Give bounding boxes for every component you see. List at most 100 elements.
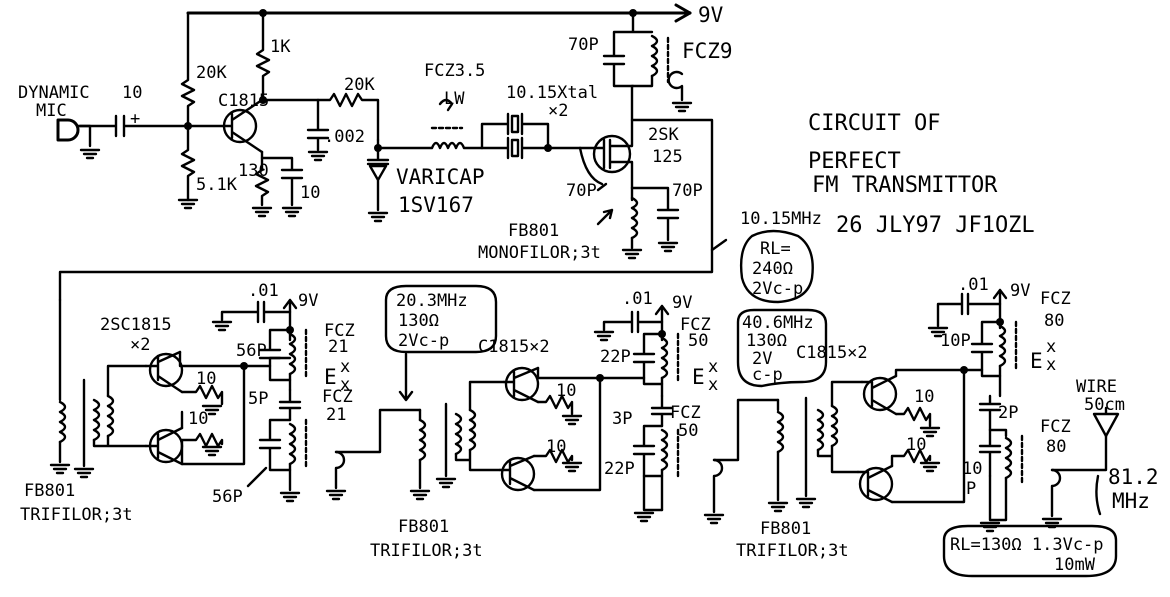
stage4-coupling-cap: 2P (998, 403, 1018, 423)
transistor-c1815-label: C1815 (218, 91, 269, 111)
note-40mhz-line2: 130Ω (746, 331, 787, 351)
stage3-transistor-b (500, 456, 536, 492)
stage3-emitter-resistor-b: 10 (546, 437, 566, 457)
stage3-tank-cap-b: 22P (604, 459, 635, 479)
stage3-coupling-cap: 3P (612, 409, 632, 429)
stage4-tank-cap-b-1: 10 (962, 459, 982, 479)
mic-label-2: MIC (36, 101, 67, 121)
stage4-transistor-label: C1815×2 (796, 343, 868, 363)
stage4-coil-a-label-2: 80 (1044, 311, 1064, 331)
title-line-1: CIRCUIT OF (808, 111, 940, 136)
stage3-supply-label: 9V (672, 293, 692, 313)
stage4-tank-cap-b-2: P (966, 479, 976, 499)
note-rl-240-line1: RL= (760, 239, 791, 259)
stage3-x-label-2: x (708, 375, 718, 395)
note-40mhz: 40.6MHz 130Ω 2V c-p (736, 308, 828, 388)
note-40mhz-line4: c-p (752, 365, 783, 385)
stage3-transistor-label: C1815×2 (478, 337, 550, 357)
stage4-emitter-resistor-a: 10 (914, 387, 934, 407)
osc-frequency-label: 10.15MHz (740, 209, 822, 229)
svg-text:+: + (130, 109, 140, 129)
stage4-x-label-1: x (1046, 337, 1056, 357)
stage2-transistor-label: 2SC1815 (100, 315, 172, 335)
stage4-cap-01-label: .01 (958, 275, 989, 295)
stage3-emitter-resistor-a: 10 (556, 381, 576, 401)
stage3-fb801-winding-label: TRIFILOR;3t (370, 541, 483, 561)
bias-resistor-lower: 5.1K (196, 175, 238, 195)
stage2-coupling-cap: 5P (248, 389, 268, 409)
varicap-part-label: 1SV167 (398, 193, 474, 217)
stage3-transistor-a (504, 366, 540, 402)
doubler-stage-2: FB801 TRIFILOR;3t C1815×2 10 10 .01 9V 2… (370, 289, 780, 561)
note-20mhz-line2: 130Ω (398, 311, 439, 331)
stage2-transistor-a (148, 352, 184, 388)
output-frequency-value: 81.2 (1108, 465, 1159, 489)
fet-2sk125 (592, 134, 632, 174)
stage3-x-label-1: x (708, 357, 718, 377)
cap-002-label: .002 (324, 127, 365, 147)
feedback-cap-label: 70P (566, 181, 597, 201)
stage2-emitter-resistor-a: 10 (196, 369, 216, 389)
stage3-coil-b-label-2: 50 (678, 421, 698, 441)
crystal-count-label: ×2 (548, 101, 568, 121)
note-rl-130-line1: RL=130Ω 1.3Vc-p (950, 535, 1104, 555)
fet-label-2: 125 (652, 147, 683, 167)
input-cap-label: 10 (122, 83, 142, 103)
antenna-icon (1092, 406, 1120, 438)
tank-cap-label: 70P (568, 35, 599, 55)
stage4-coil-a-label-1: FCZ (1040, 289, 1071, 309)
varicap-label: VARICAP (396, 165, 485, 189)
note-20mhz: 20.3MHz 130Ω 2Vc-p (384, 284, 498, 402)
stage4-tank-cap-a: 10P (940, 331, 971, 351)
stage3-coil-b-label-1: FCZ (670, 403, 701, 423)
stage4-e-label: E (1030, 349, 1043, 373)
stage2-e-label: E (324, 365, 337, 389)
stage4-emitter-resistor-b: 10 (906, 435, 926, 455)
note-20mhz-line3: 2Vc-p (398, 331, 449, 351)
title-date: 26 JLY97 JF1OZL (836, 213, 1035, 238)
coil-fcz35-label: FCZ3.5 (424, 61, 485, 81)
title-block: CIRCUIT OF PERFECT FM TRANSMITTOR 26 JLY… (740, 111, 1035, 238)
note-20mhz-line1: 20.3MHz (396, 291, 468, 311)
stage2-transistor-count: ×2 (130, 335, 150, 355)
stage4-x-label-2: x (1046, 355, 1056, 375)
stage2-cap-01-label: .01 (248, 281, 279, 301)
stage4-coil-b-label-2: 80 (1046, 437, 1066, 457)
stage3-cap-01-label: .01 (622, 289, 653, 309)
stage2-coil-b-label-1: FCZ (322, 387, 353, 407)
note-rl-240-line2: 240Ω (752, 259, 793, 279)
bias-resistor-upper: 20K (196, 63, 227, 83)
stage2-coil-b-label-2: 21 (326, 405, 346, 425)
stage2-fb801-label: FB801 (24, 481, 75, 501)
doubler-stage-1: FB801 TRIFILOR;3t 2SC1815 ×2 10 10 .01 9… (20, 281, 422, 525)
coil-lead-label: LW (444, 89, 465, 109)
stage2-coil-a-label-2: 21 (328, 337, 348, 357)
fet-label-1: 2SK (648, 125, 679, 145)
stage4-fb801-label: FB801 (760, 519, 811, 539)
stage2-supply-label: 9V (298, 291, 318, 311)
stage4-transistor-a (862, 376, 898, 412)
stage3-e-label: E (692, 365, 705, 389)
note-rl-130: RL=130Ω 1.3Vc-p 10mW (942, 524, 1118, 578)
stage2-tank-cap-b: 56P (212, 487, 243, 507)
series-resistor-label: 20K (344, 75, 375, 95)
oscillator-stage: 9V DYNAMIC MIC 10 + 20K 5.1K C1815 1K 13… (18, 3, 733, 302)
note-rl-240: RL= 240Ω 2Vc-p (739, 229, 814, 304)
emitter-cap-label: 10 (300, 183, 320, 203)
stage2-x-label-2: x (340, 375, 350, 395)
mic-label-1: DYNAMIC (18, 83, 90, 103)
fb801-mono-winding-label: MONOFILOR;3t (478, 243, 601, 263)
collector-resistor-label: 1K (270, 37, 291, 57)
doubler-stage-3: FB801 TRIFILOR;3t C1815×2 10 10 .01 9V 1… (736, 275, 1159, 561)
stage3-coil-a-label-1: FCZ (680, 315, 711, 335)
crystal-label: 10.15Xtal (506, 83, 598, 103)
antenna-length-label: 50cm (1084, 395, 1125, 415)
antenna-feed (1050, 434, 1108, 472)
source-cap-label: 70P (672, 181, 703, 201)
note-40mhz-line1: 40.6MHz (742, 313, 814, 333)
stage4-transistor-b (858, 466, 894, 502)
stage2-tank-cap-a: 56P (236, 341, 267, 361)
coil-fcz9-label: FCZ9 (682, 39, 733, 63)
stage2-coil-a-label-1: FCZ (324, 321, 355, 341)
